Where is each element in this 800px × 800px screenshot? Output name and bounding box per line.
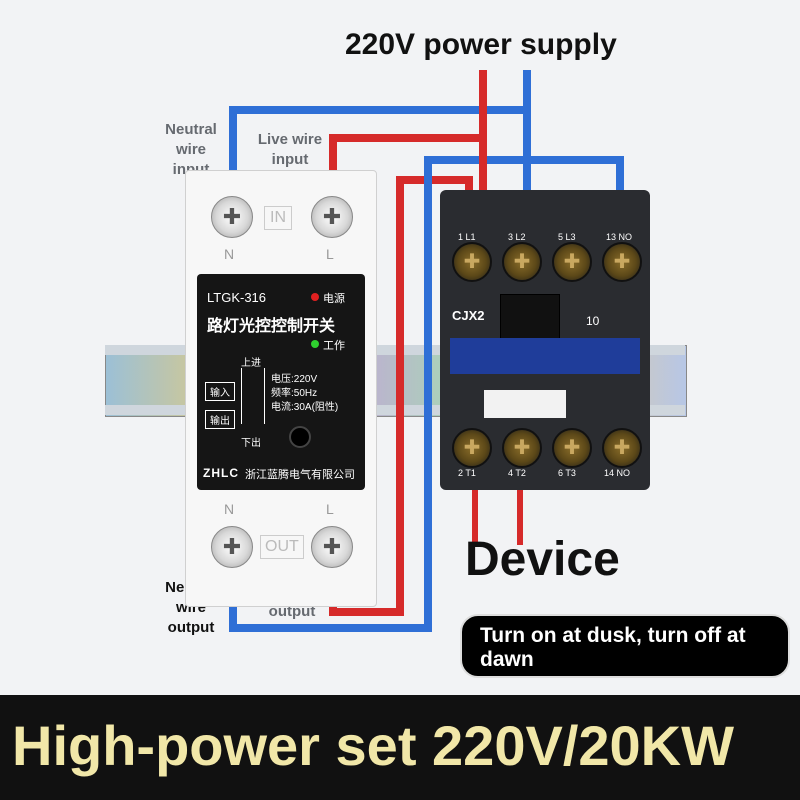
screw-terminal-icon — [602, 242, 642, 282]
l-label-top: L — [326, 246, 334, 262]
terminal-label-bottom-4: 14 NO — [604, 468, 631, 478]
neutral-output-wire — [229, 156, 624, 632]
screw-terminal-icon — [502, 428, 542, 468]
module-front-panel: LTGK-316 电源 路灯光控控制开关 工作 上进 输入 输出 下出 电压:2… — [197, 274, 365, 490]
power-label: 电源 — [323, 293, 345, 305]
live-input-wire — [329, 70, 487, 195]
contactor-blue-carrier — [450, 338, 640, 374]
terminal-label-bottom-1: 2 T1 — [458, 468, 476, 478]
work-led-icon — [311, 340, 319, 348]
n-label-top: N — [224, 246, 235, 262]
terminal-label-bottom-2: 4 T2 — [508, 468, 526, 478]
screw-terminal-icon — [311, 526, 353, 568]
out-label: OUT — [260, 535, 304, 559]
promo-banner: High-power set 220V/20KW — [0, 695, 800, 800]
company-name: 浙江蓝腾电气有限公司 — [245, 469, 355, 481]
screw-terminal-icon — [552, 428, 592, 468]
module-title: 路灯光控控制开关 — [207, 318, 336, 335]
promo-banner-text: High-power set 220V/20KW — [12, 714, 734, 777]
spec-frequency: 频率:50Hz — [271, 388, 318, 399]
l-label-bottom: L — [326, 501, 334, 517]
contactor-code: 10 — [586, 314, 600, 328]
callout-neutral-input: Neutral wire input — [165, 121, 217, 178]
contactor-model: CJX2 — [452, 308, 485, 323]
device-label: Device — [465, 533, 620, 586]
n-label-bottom: N — [224, 501, 235, 517]
contactor-armature — [500, 294, 560, 340]
wiring-schematic — [241, 368, 265, 424]
work-label: 工作 — [323, 340, 345, 352]
callout-live-input: Live wire input — [257, 131, 323, 168]
screw-terminal-icon — [211, 196, 253, 238]
terminal-label-top-1: 1 L1 — [458, 232, 476, 242]
input-box: 输入 — [205, 382, 235, 401]
terminal-label-bottom-3: 6 T3 — [558, 468, 576, 478]
spec-voltage: 电压:220V — [271, 374, 318, 385]
terminal-label-top-3: 5 L3 — [558, 232, 576, 242]
din-rail-lip-top — [105, 345, 685, 355]
screw-terminal-icon — [452, 242, 492, 282]
din-rail-lip-bottom — [105, 405, 685, 415]
neutral-input-wire — [229, 70, 531, 195]
terminal-label-top-2: 3 L2 — [508, 232, 526, 242]
screw-terminal-icon — [502, 242, 542, 282]
photosensor-icon — [289, 426, 311, 448]
model-number: LTGK-316 — [207, 290, 267, 305]
supply-label: 220V power supply — [345, 28, 617, 61]
cjx2-contactor: 1 L1 3 L2 5 L3 13 NO CJX2 10 2 T1 4 T2 6… — [440, 190, 650, 490]
screw-terminal-icon — [211, 526, 253, 568]
power-led-icon — [311, 293, 319, 301]
brand-logo: ZHLC — [203, 466, 239, 480]
screw-terminal-icon — [552, 242, 592, 282]
screw-terminal-icon — [452, 428, 492, 468]
contactor-window — [484, 390, 566, 418]
dusk-dawn-note: Turn on at dusk, turn off at dawn — [460, 614, 790, 678]
screw-terminal-icon — [311, 196, 353, 238]
output-box: 输出 — [205, 410, 235, 429]
terminal-label-top-4: 13 NO — [606, 232, 633, 242]
dusk-dawn-text: Turn on at dusk, turn off at dawn — [480, 624, 746, 671]
spec-current: 电流:30A(阻性) — [271, 402, 339, 413]
in-label: IN — [264, 206, 292, 230]
bottom-out-label: 下出 — [241, 438, 261, 449]
top-in-label: 上进 — [241, 358, 261, 369]
screw-terminal-icon — [602, 428, 642, 468]
